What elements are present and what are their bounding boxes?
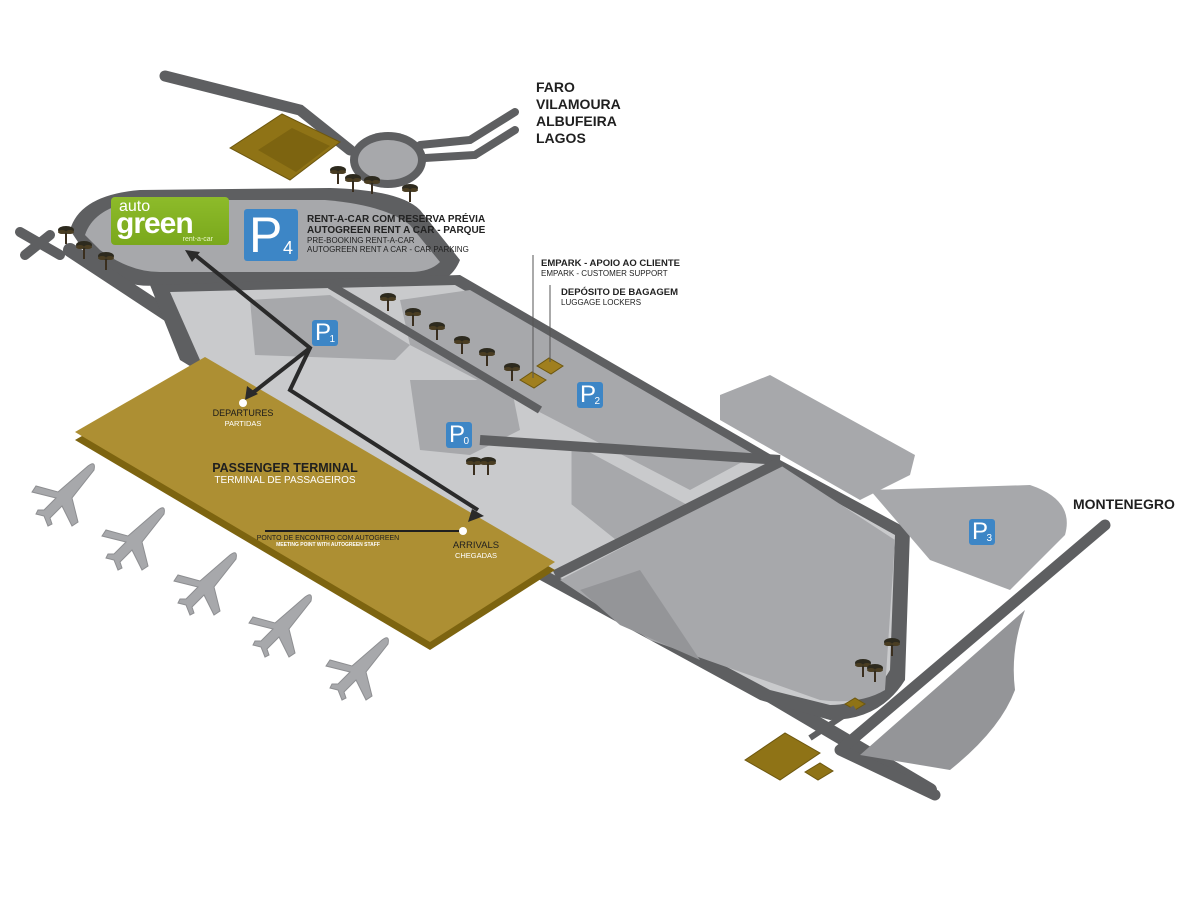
luggage-pt: DEPÓSITO DE BAGAGEM — [561, 287, 679, 298]
logo-rent-a-car-text: rent-a-car — [182, 236, 213, 243]
destination-faro: FARO — [536, 79, 575, 95]
north-roads — [159, 70, 519, 162]
parking-number: 0 — [463, 436, 469, 447]
departures-en: DEPARTURES — [212, 408, 274, 418]
parking-letter: P — [972, 518, 989, 545]
meeting-point-en: MEETING POINT WITH AUTOGREEN STAFF — [276, 542, 380, 548]
departures-label: DEPARTURES PARTIDAS — [208, 408, 278, 428]
destination-lagos: LAGOS — [536, 130, 586, 146]
meeting-point-pt: PONTO DE ENCONTRO COM AUTOGREEN — [256, 535, 400, 542]
parking-number: 1 — [329, 334, 335, 345]
rent-a-car-line4: AUTOGREEN RENT A CAR - CAR PARKING — [307, 245, 469, 254]
roundabout — [350, 132, 426, 188]
meeting-point-label[interactable]: PONTO DE ENCONTRO COM AUTOGREEN MEETING … — [253, 535, 403, 548]
empark-pt: EMPARK - APOIO AO CLIENTE — [541, 258, 680, 269]
parking-letter: P — [249, 207, 283, 263]
p3-lot — [870, 485, 1067, 590]
parking-badge-p2[interactable]: P 2 — [577, 381, 603, 408]
passenger-terminal-building — [75, 357, 555, 650]
southeast-buildings — [744, 697, 866, 781]
parking-letter: P — [449, 421, 466, 448]
logo-green-text: green — [116, 207, 194, 240]
luggage-en: LUGGAGE LOCKERS — [561, 298, 642, 307]
departures-pt: PARTIDAS — [224, 419, 262, 428]
parking-number: 2 — [594, 396, 600, 407]
montenegro-road — [834, 519, 1111, 801]
parking-letter: P — [315, 319, 332, 346]
destination-albufeira: ALBUFEIRA — [536, 113, 617, 129]
parking-badge-p0[interactable]: P 0 — [446, 421, 472, 448]
parking-letter: P — [580, 381, 597, 408]
terminal-title-pt: TERMINAL DE PASSAGEIROS — [214, 475, 356, 486]
arrivals-label: ARRIVALS CHEGADAS — [446, 540, 506, 560]
rent-a-car-line2: AUTOGREEN RENT A CAR - PARQUE — [307, 225, 486, 236]
autogreen-logo[interactable]: auto green rent-a-car — [111, 197, 229, 245]
lot-upper-right — [720, 375, 915, 500]
rent-a-car-line3: PRE-BOOKING RENT-A-CAR — [307, 236, 415, 245]
parking-badge-p1[interactable]: P 1 — [312, 319, 338, 346]
parking-number: 4 — [282, 238, 293, 258]
rent-a-car-info: RENT-A-CAR COM RESERVA PRÉVIA AUTOGREEN … — [307, 214, 485, 254]
logo-auto-text: auto — [119, 198, 151, 215]
destination-vilamoura: VILAMOURA — [536, 96, 621, 112]
parking-number: 3 — [986, 533, 992, 544]
main-apron — [150, 275, 910, 720]
terminal-label: PASSENGER TERMINAL TERMINAL DE PASSAGEIR… — [185, 461, 385, 486]
arrivals-pt: CHEGADAS — [454, 551, 498, 560]
empark-label: EMPARK - APOIO AO CLIENTE EMPARK - CUSTO… — [541, 258, 680, 278]
terminal-title-en: PASSENGER TERMINAL — [212, 461, 358, 475]
route-arrows — [185, 250, 484, 535]
destination-list-north: FARO VILAMOURA ALBUFEIRA LAGOS — [536, 79, 621, 147]
destination-montenegro: MONTENEGRO — [1073, 496, 1175, 512]
parking-badge-p4[interactable]: P 4 — [244, 207, 298, 263]
rent-a-car-line1: RENT-A-CAR COM RESERVA PRÉVIA — [307, 214, 486, 225]
north-building — [229, 113, 341, 181]
service-kiosks — [519, 255, 564, 389]
parking-badge-p3[interactable]: P 3 — [969, 518, 995, 545]
empark-en: EMPARK - CUSTOMER SUPPORT — [541, 269, 668, 278]
arrivals-en: ARRIVALS — [452, 540, 500, 551]
luggage-label: DEPÓSITO DE BAGAGEM LUGGAGE LOCKERS — [561, 287, 678, 307]
